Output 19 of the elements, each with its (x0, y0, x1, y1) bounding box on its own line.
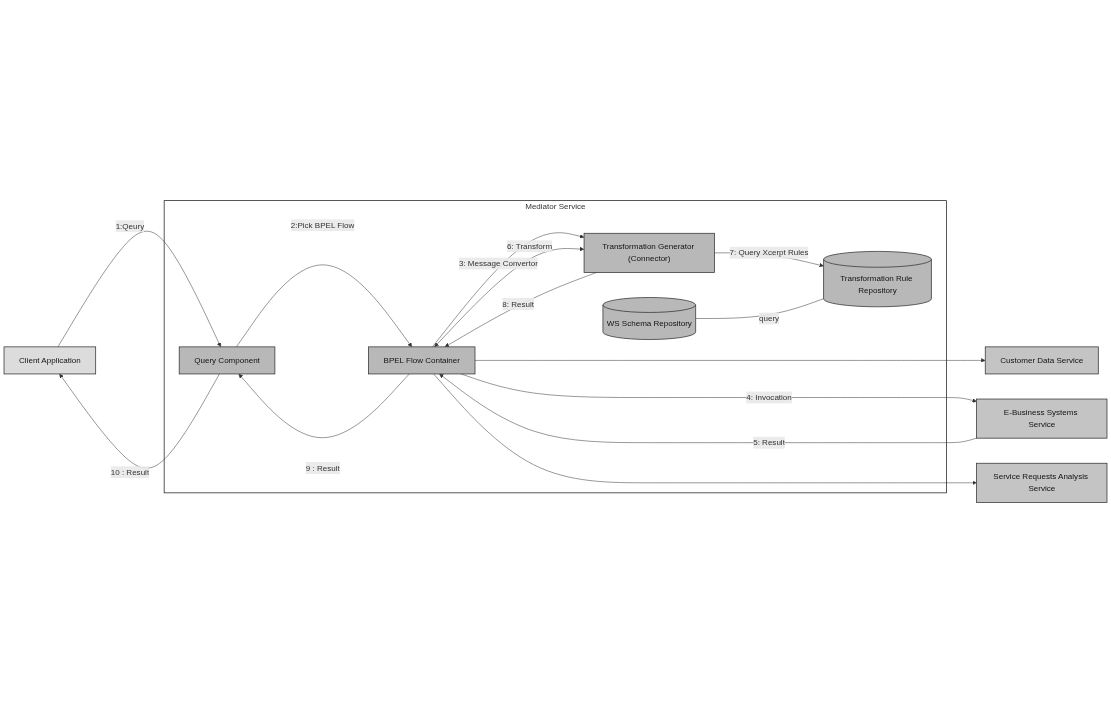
edge-label: 2:Pick BPEL Flow (290, 220, 355, 230)
edge-label: 9 : Result (305, 463, 340, 473)
edge-label: 4: Invocation (746, 393, 792, 402)
edge-label: 6: Transform (507, 241, 553, 251)
node-box: Client Application (3, 346, 97, 375)
edge-label: 7: Query Xcerpt Rules (729, 248, 809, 257)
edge-label: query (758, 313, 780, 323)
node-box: Customer Data Service (984, 346, 1099, 375)
node-box: BPEL Flow Container (368, 346, 476, 375)
node-box: Query Component (178, 346, 276, 375)
edge-label: 10 : Result (110, 467, 150, 477)
node-box: E-Business Systems Service (976, 398, 1108, 439)
edge-label: 8: Result (502, 299, 535, 309)
connector (695, 298, 824, 319)
node-box: Service Requests Analysis Service (976, 462, 1108, 503)
edge-label: 3: Message Convertor (458, 259, 538, 268)
edge-label: 1:Qeury (115, 221, 145, 231)
node-box: Transformation Generator (Connector) (583, 232, 715, 273)
edge-label: 5: Result (753, 438, 785, 447)
